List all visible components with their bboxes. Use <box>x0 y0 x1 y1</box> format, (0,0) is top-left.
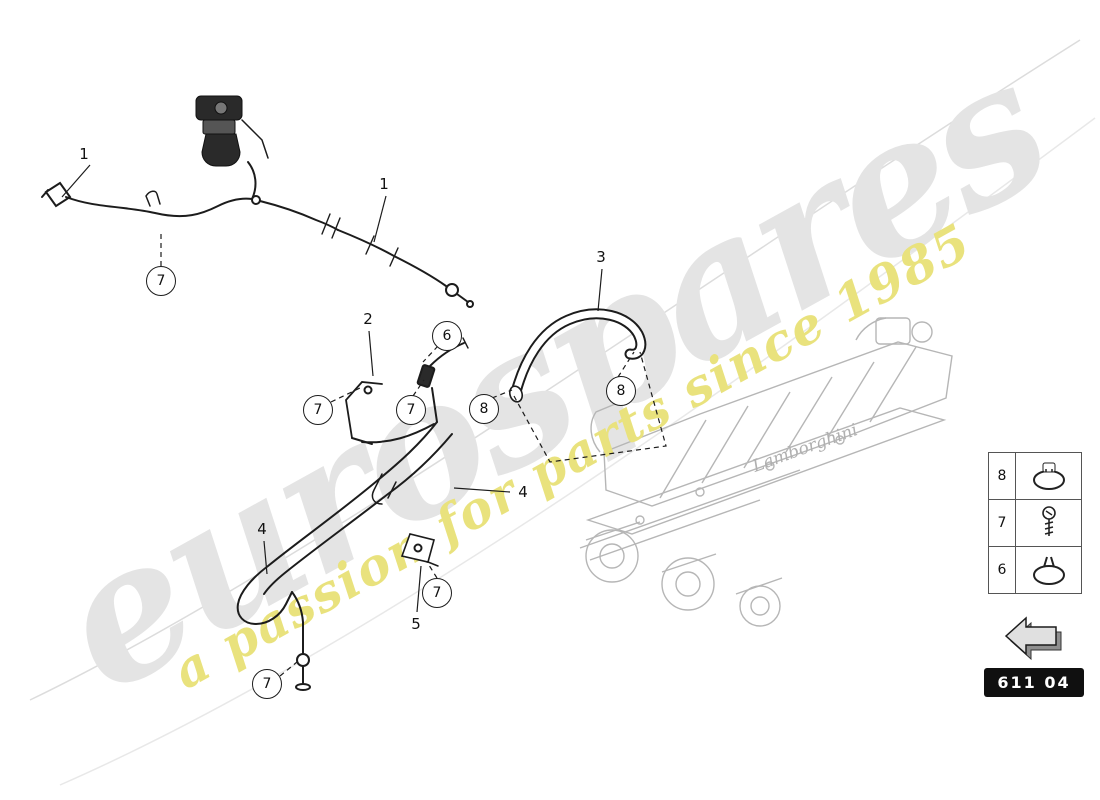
hose-3 <box>508 308 647 403</box>
part-ref-label[interactable]: 2 <box>363 310 373 328</box>
part-ref-callout[interactable]: 7 <box>252 669 282 699</box>
part-ref-callout[interactable]: 7 <box>396 395 426 425</box>
dashed-leader-lines <box>160 232 667 677</box>
legend-number: 7 <box>989 500 1016 546</box>
part-ref-callout[interactable]: 8 <box>606 376 636 406</box>
leader-lines <box>61 164 603 613</box>
legend-row-8[interactable]: 8 <box>989 453 1081 500</box>
part-ref-callout[interactable]: 6 <box>432 321 462 351</box>
hose-1-assembly <box>41 95 474 308</box>
part-code: 611 04 <box>984 668 1084 697</box>
hose-4-assembly <box>236 337 469 691</box>
hose-clamp-icon <box>1016 453 1081 499</box>
legend-number: 6 <box>989 547 1016 593</box>
part-ref-callout[interactable]: 7 <box>422 578 452 608</box>
part-ref-label[interactable]: 3 <box>596 248 606 266</box>
legend-row-7[interactable]: 7 <box>989 500 1081 547</box>
legend-row-6[interactable]: 6 <box>989 547 1081 594</box>
screw-icon <box>1016 500 1081 546</box>
part-ref-label[interactable]: 4 <box>257 520 267 538</box>
part-ref-callout[interactable]: 7 <box>146 266 176 296</box>
part-ref-callout[interactable]: 8 <box>469 394 499 424</box>
part-number-box: 611 04 <box>984 610 1084 697</box>
direction-arrow-icon <box>998 610 1070 662</box>
part-ref-label[interactable]: 1 <box>379 175 389 193</box>
spring-clamp-icon <box>1016 547 1081 593</box>
part-ref-callout[interactable]: 7 <box>303 395 333 425</box>
part-ref-label[interactable]: 5 <box>411 615 421 633</box>
legend-number: 8 <box>989 453 1016 499</box>
legend: 8 7 6 <box>988 452 1082 594</box>
part-ref-label[interactable]: 1 <box>79 145 89 163</box>
part-ref-label[interactable]: 4 <box>518 483 528 501</box>
